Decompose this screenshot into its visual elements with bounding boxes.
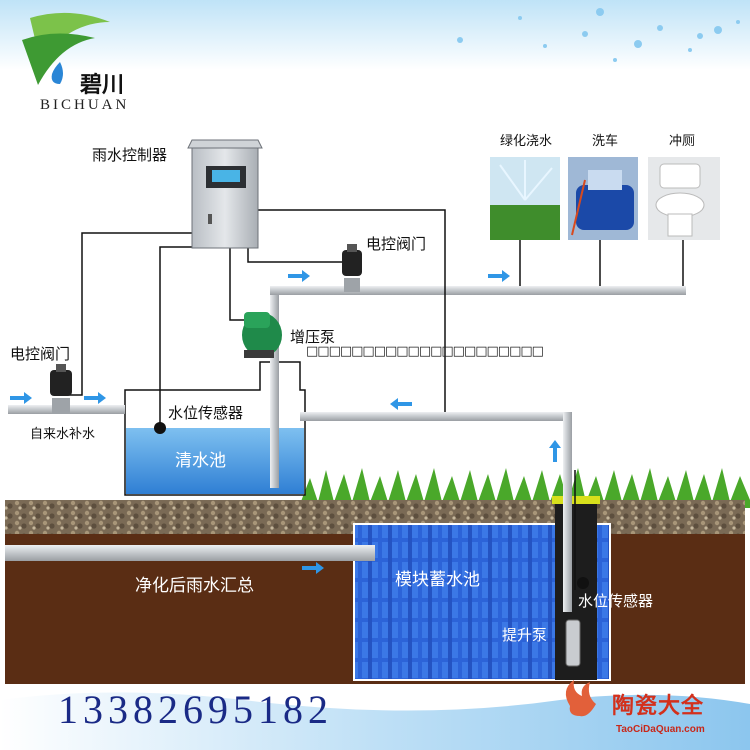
watermark-flame-icon	[565, 680, 596, 717]
contact-phone: 13382695182	[58, 687, 333, 732]
sky-band	[0, 0, 750, 70]
lift-pump	[565, 619, 581, 667]
valve-left-shape	[50, 364, 72, 414]
label-greening: 绿化浇水	[500, 134, 553, 149]
water-droplets	[457, 8, 740, 62]
grass	[300, 468, 750, 508]
flow-arrows	[10, 270, 561, 574]
toilet-picture	[648, 157, 720, 240]
label-lift-pump: 提升泵	[502, 626, 548, 644]
level-sensor-bottom-probe	[577, 577, 589, 589]
label-valve-top: 电控阀门	[366, 235, 427, 253]
supply-pipe	[270, 286, 686, 295]
label-level-sensor-bottom: 水位传感器	[578, 592, 654, 610]
return-pipe	[300, 412, 572, 421]
label-storage-pool: 模块蓄水池	[395, 570, 480, 590]
bottom-water	[0, 692, 750, 750]
watermark-url: TaoCiDaQuan.com	[616, 724, 705, 735]
booster-pump-shape	[242, 312, 282, 358]
lift-pipe	[563, 412, 572, 612]
bichuan-logo-mark	[22, 12, 110, 85]
label-level-sensor-top: 水位传感器	[168, 404, 244, 422]
label-clean-pool: 清水池	[175, 451, 226, 471]
label-booster-pump: 增压泵	[290, 328, 336, 346]
greening-picture	[490, 157, 560, 240]
suction-pipe	[270, 286, 279, 488]
label-rain-inflow: 净化后雨水汇总	[135, 576, 254, 596]
label-car-wash: 洗车	[592, 134, 619, 149]
logo-name-cn: 碧川	[80, 72, 125, 98]
rainwater-controller-cabinet	[187, 139, 263, 249]
label-garbled-text: □□□□□□□□□□□□□□□□□□□□□	[306, 344, 544, 359]
logo-name-en: BICHUAN	[40, 97, 130, 113]
supply-branches	[519, 240, 684, 286]
car-wash-picture	[568, 157, 638, 240]
control-wires	[68, 209, 576, 590]
label-toilet: 冲厕	[669, 134, 696, 149]
label-tap-water: 自来水补水	[30, 427, 96, 442]
valve-top-shape	[342, 244, 362, 292]
rainwater-inflow-pipe	[5, 545, 375, 561]
watermark-cn: 陶瓷大全	[612, 693, 705, 719]
label-valve-left: 电控阀门	[10, 345, 71, 363]
label-controller: 雨水控制器	[92, 146, 168, 164]
level-sensor-top-probe	[154, 422, 166, 434]
